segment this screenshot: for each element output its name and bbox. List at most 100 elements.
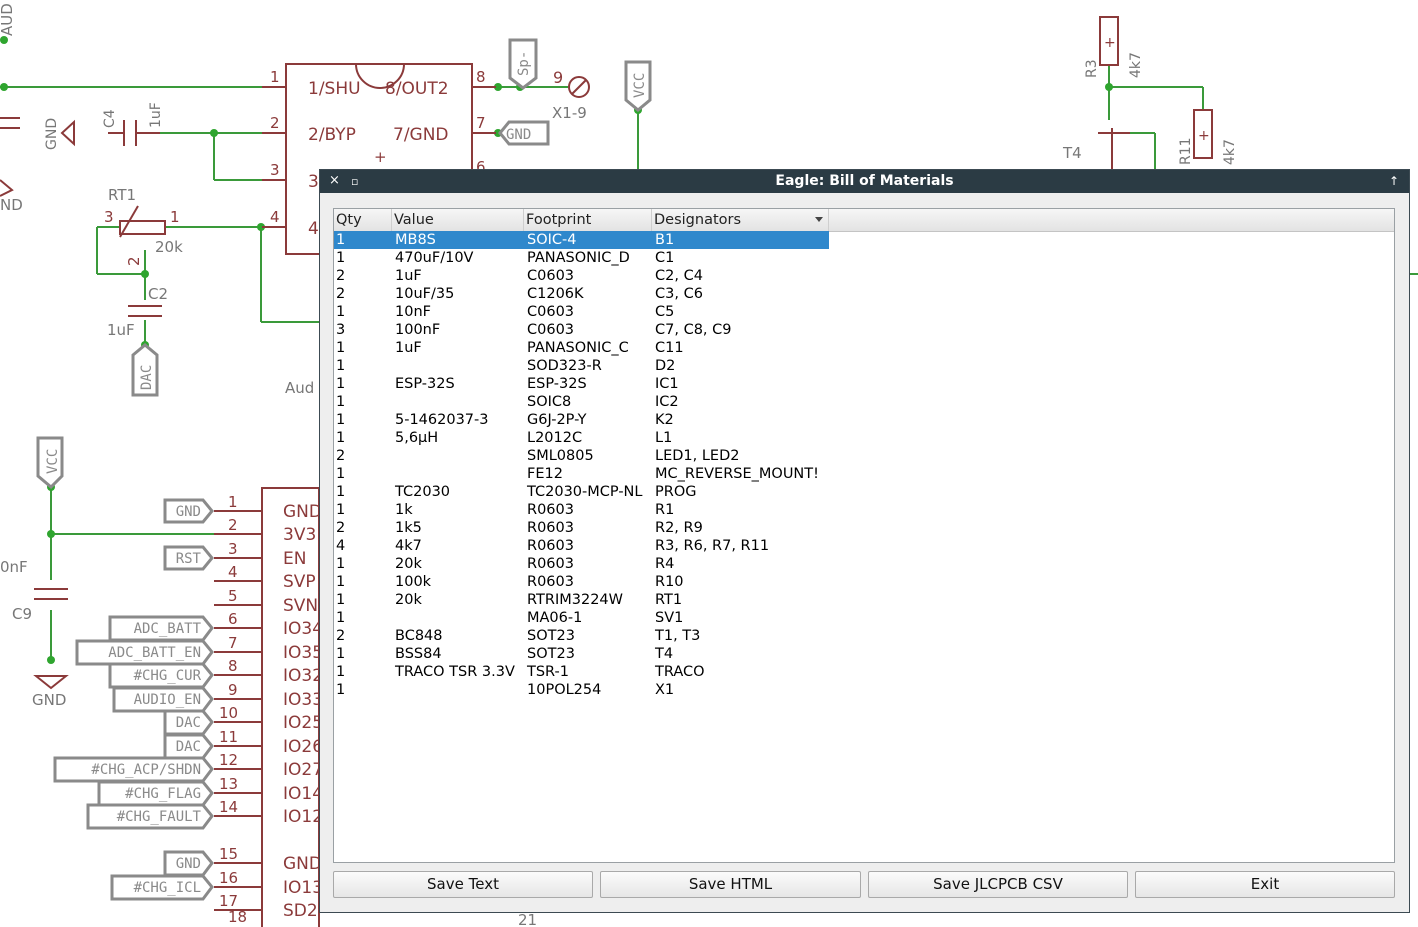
- esp-pin-name: 3V3: [283, 525, 316, 545]
- net-label: DAC: [176, 715, 201, 731]
- svg-text:4k7: 4k7: [1128, 52, 1144, 78]
- cell-designators: B1: [655, 232, 675, 248]
- esp-pin-name: EN: [283, 549, 306, 569]
- column-header-designators-label: Designators: [654, 212, 742, 228]
- svg-text:T4: T4: [1062, 144, 1082, 162]
- cell-designators: R2, R9: [655, 520, 703, 536]
- svg-text:2: 2: [270, 114, 280, 132]
- svg-text:20k: 20k: [155, 238, 183, 256]
- cell-value: TC2030: [395, 484, 451, 500]
- bom-dialog: × ▫ Eagle: Bill of Materials ↑ Qty Value…: [319, 169, 1410, 913]
- svg-text:GND: GND: [506, 127, 531, 143]
- svg-text:AUD: AUD: [0, 3, 16, 36]
- list-header: Qty Value Footprint Designators: [334, 209, 1394, 232]
- cell-footprint: FE12: [527, 466, 563, 482]
- esp-pin-name: IO14: [283, 784, 323, 804]
- column-header-qty[interactable]: Qty: [334, 209, 392, 231]
- net-label: AUDIO_EN: [134, 692, 201, 708]
- cell-footprint: RTRIM3224W: [527, 592, 623, 608]
- svg-text:3: 3: [270, 161, 280, 179]
- column-header-value[interactable]: Value: [392, 209, 524, 231]
- column-header-footprint[interactable]: Footprint: [524, 209, 652, 231]
- svg-text:1: 1: [270, 68, 280, 86]
- cell-qty: 2: [336, 628, 346, 644]
- save-text-button[interactable]: Save Text: [333, 871, 593, 898]
- close-icon[interactable]: ×: [329, 173, 340, 188]
- save-jlcpcb-csv-button[interactable]: Save JLCPCB CSV: [868, 871, 1128, 898]
- svg-text:4k7: 4k7: [1222, 139, 1238, 165]
- cell-value: 4k7: [395, 538, 422, 554]
- cell-designators: R3, R6, R7, R11: [655, 538, 770, 554]
- esp-pin-number: 1: [228, 493, 238, 511]
- cell-designators: C11: [655, 340, 684, 356]
- pin-icon[interactable]: ↑: [1388, 174, 1399, 188]
- cell-qty: 1: [336, 304, 346, 320]
- svg-text:RT1: RT1: [108, 186, 136, 204]
- cell-footprint: G6J-2P-Y: [527, 412, 587, 428]
- title-bar[interactable]: × ▫ Eagle: Bill of Materials ↑: [320, 170, 1409, 193]
- svg-text:Sp-: Sp-: [516, 51, 532, 76]
- esp-pin-number: 12: [219, 751, 238, 769]
- exit-button[interactable]: Exit: [1135, 871, 1395, 898]
- cell-footprint: TSR-1: [527, 664, 570, 680]
- svg-text:8: 8: [476, 68, 486, 86]
- net-label: #CHG_FAULT: [117, 809, 202, 825]
- svg-text:VCC: VCC: [632, 73, 648, 98]
- cell-footprint: C0603: [527, 322, 575, 338]
- cell-footprint: C1206K: [527, 286, 584, 302]
- cell-qty: 1: [336, 394, 346, 410]
- net-label: #CHG_ICL: [134, 880, 201, 896]
- esp-pin-number: 16: [219, 869, 238, 887]
- cell-designators: T4: [655, 646, 674, 662]
- sort-descending-icon: [815, 217, 823, 222]
- net-label: GND: [176, 856, 201, 872]
- cell-footprint: R0603: [527, 520, 574, 536]
- minimize-icon[interactable]: ▫: [351, 175, 359, 188]
- svg-text:+: +: [1198, 128, 1210, 144]
- svg-text:Aud: Aud: [285, 379, 314, 397]
- cell-value: 20k: [395, 592, 422, 608]
- svg-text:R3: R3: [1084, 59, 1100, 78]
- net-label: #CHG_ACP/SHDN: [91, 762, 201, 778]
- svg-text:C9: C9: [12, 605, 32, 623]
- net-label: GND: [176, 504, 201, 520]
- cell-footprint: SOT23: [527, 646, 575, 662]
- esp-pin-number: 17: [219, 892, 238, 910]
- cell-qty: 1: [336, 682, 346, 698]
- cell-designators: R10: [655, 574, 684, 590]
- esp-pin-number: 10: [219, 704, 238, 722]
- save-html-button[interactable]: Save HTML: [600, 871, 861, 898]
- cell-designators: T1, T3: [655, 628, 701, 644]
- column-header-designators[interactable]: Designators: [652, 209, 829, 231]
- svg-text:2: 2: [125, 256, 143, 266]
- svg-text:4: 4: [270, 208, 280, 226]
